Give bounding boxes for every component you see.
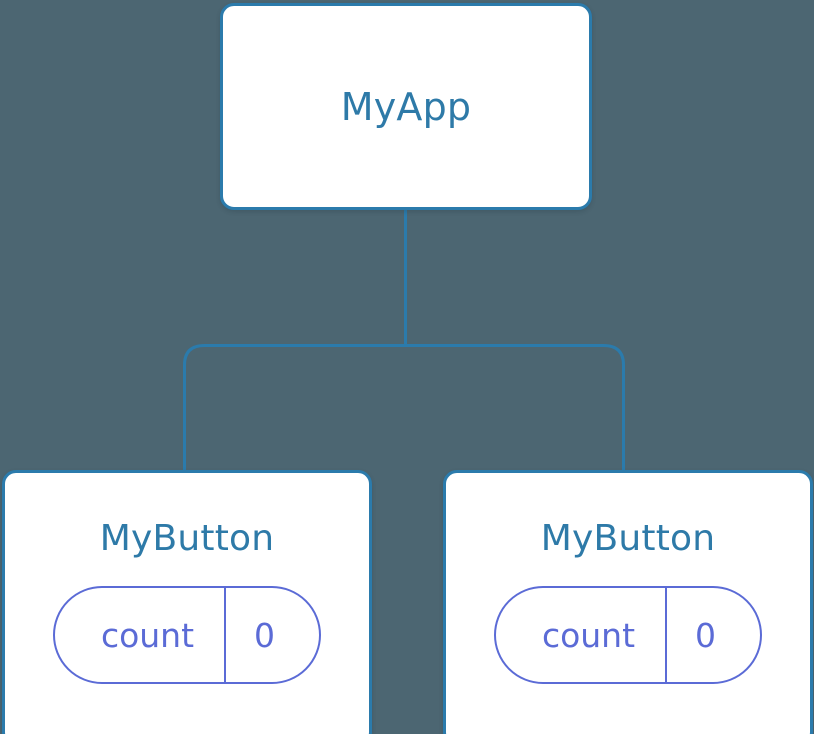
state-pill[interactable]: count 0 bbox=[52, 586, 322, 684]
component-node-mybutton-1[interactable]: MyButton count 0 bbox=[2, 470, 372, 734]
state-key-label: count bbox=[100, 615, 195, 655]
component-name-label: MyButton bbox=[99, 518, 275, 559]
state-pill[interactable]: count 0 bbox=[493, 586, 763, 684]
state-value-label: 0 bbox=[695, 615, 717, 655]
state-pill-divider bbox=[224, 588, 227, 682]
state-pill-divider bbox=[665, 588, 668, 682]
component-name-label: MyApp bbox=[340, 84, 472, 129]
connector-child-bus bbox=[183, 344, 625, 470]
component-name-label: MyButton bbox=[540, 518, 716, 559]
component-node-mybutton-2[interactable]: MyButton count 0 bbox=[443, 470, 813, 734]
state-key-label: count bbox=[541, 615, 636, 655]
state-value-label: 0 bbox=[254, 615, 276, 655]
component-node-myapp[interactable]: MyApp bbox=[220, 3, 592, 210]
